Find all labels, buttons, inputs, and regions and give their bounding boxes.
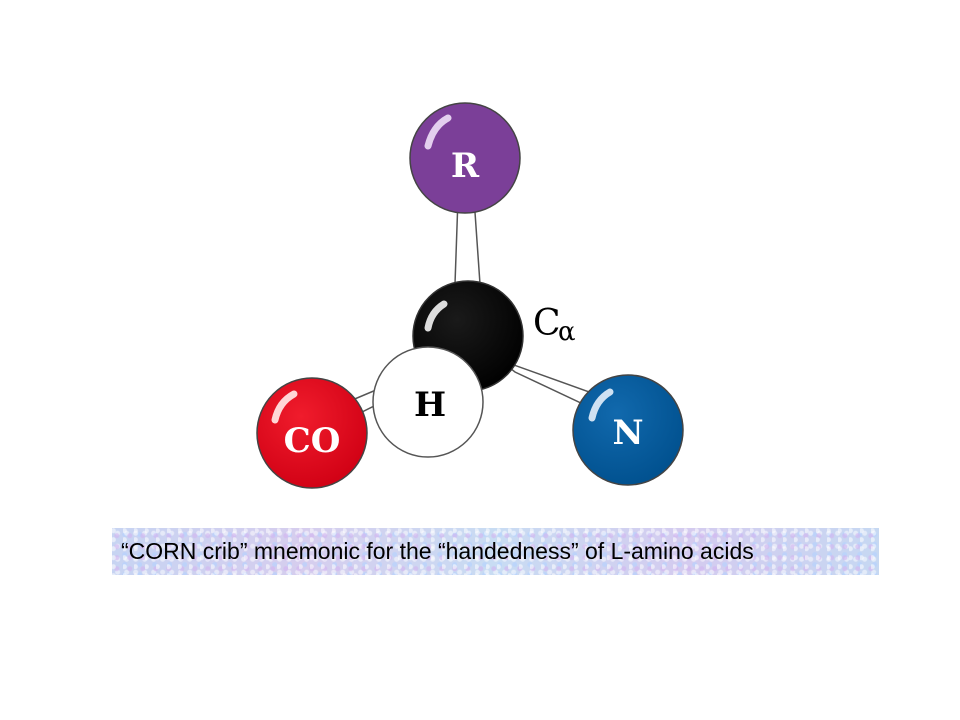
atom-co-label: CO	[284, 421, 341, 461]
atom-co-highlight	[271, 390, 298, 424]
atom-h-sphere	[372, 346, 484, 458]
atom-n-label: N	[612, 413, 643, 453]
c-alpha-label-main: C	[533, 303, 561, 344]
atom-h: H	[372, 346, 484, 458]
atom-r: R	[409, 102, 521, 214]
atom-c-alpha-highlight	[424, 300, 448, 332]
atom-r-highlight	[424, 114, 452, 150]
atom-n-highlight	[588, 388, 614, 422]
caption-banner: “CORN crib” mnemonic for the “handedness…	[112, 528, 879, 575]
atom-co: CO	[256, 377, 368, 489]
c-alpha-label-subscript: α	[558, 317, 576, 347]
caption-text: “CORN crib” mnemonic for the “handedness…	[121, 538, 754, 564]
atom-r-label: R	[451, 146, 480, 186]
atom-n: N	[572, 374, 684, 486]
c-alpha-label: C α	[533, 303, 576, 347]
atom-h-label: H	[414, 385, 446, 425]
